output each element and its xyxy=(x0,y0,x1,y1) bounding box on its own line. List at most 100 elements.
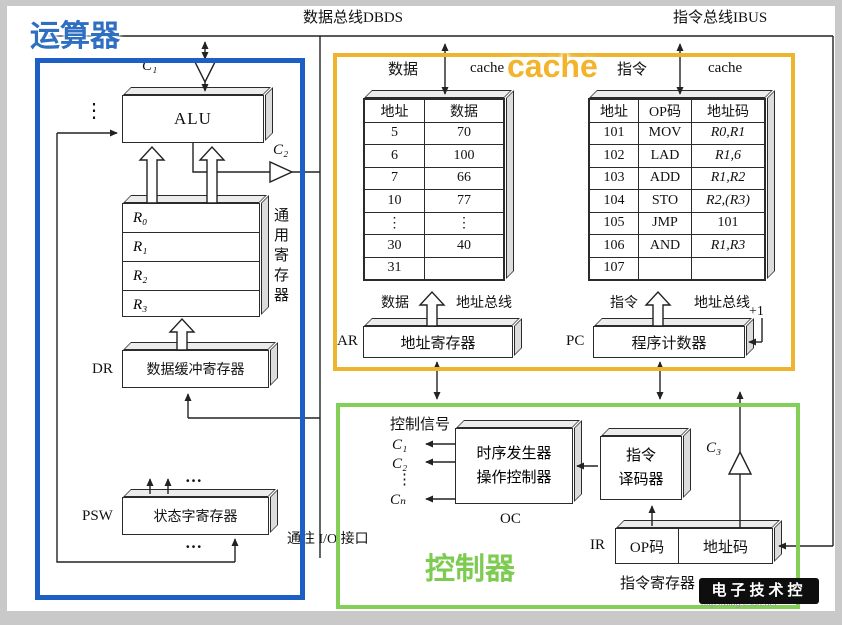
cell xyxy=(424,256,504,280)
alu-out-line xyxy=(192,143,270,173)
cell: 30 xyxy=(364,234,425,258)
cell: 5 xyxy=(364,121,425,145)
instr-cache-col-operand: 地址码 xyxy=(691,99,765,123)
timing-generator-box: 时序发生器 操作控制器 xyxy=(455,428,573,504)
psw-ellipsis-top: … xyxy=(185,467,202,486)
data-cache-word: cache xyxy=(470,60,505,76)
control-section-title: 控制器 xyxy=(425,553,515,586)
cell: 7 xyxy=(364,166,425,190)
cell: 6 xyxy=(364,144,425,168)
cell: 100 xyxy=(424,144,504,168)
cell: 66 xyxy=(424,166,504,190)
instruction-decoder-box: 指令 译码器 xyxy=(600,436,682,500)
io-path-label: 通往 I/O 接口 xyxy=(285,532,371,548)
cell: 106 xyxy=(589,234,639,258)
cell: 10 xyxy=(364,189,425,213)
instr-cache-col-op: OP码 xyxy=(638,99,692,123)
signal-c2-label: C₂ xyxy=(392,456,408,472)
register-r2: R₂ xyxy=(123,261,259,290)
plus-one-label: +1 xyxy=(749,304,764,319)
table-row: ⋮⋮ xyxy=(364,211,504,235)
signal-cn-label: Cₙ xyxy=(390,492,407,508)
status-word-register-box: 状态字寄存器 xyxy=(122,497,269,535)
ar-label: AR xyxy=(337,333,358,349)
instr-cache-below-right: 地址总线 xyxy=(694,296,750,311)
cell: 101 xyxy=(691,211,765,235)
c2-gate-label: C₂ xyxy=(273,142,289,158)
c3-gate-triangle xyxy=(727,450,753,475)
c1-gate-triangle xyxy=(192,59,218,84)
data-bus-label: 数据总线DBDS xyxy=(303,10,404,26)
register-r0: R₀ xyxy=(133,210,148,226)
watermark-badge: 电子技术控 xyxy=(699,578,819,604)
cell: R2,(R3) xyxy=(691,189,765,213)
cell: ADD xyxy=(638,166,692,190)
register-bank-vertical-label: 通用寄存器 xyxy=(272,207,288,307)
oc-label: OC xyxy=(500,511,521,527)
cell xyxy=(638,256,692,280)
ir-label: IR xyxy=(590,537,605,553)
cell: 101 xyxy=(589,121,639,145)
instr-cache-col-addr: 地址 xyxy=(589,99,639,123)
data-buffer-register-box: 数据缓冲寄存器 xyxy=(122,350,269,388)
cell: 102 xyxy=(589,144,639,168)
register-bank: R₀ R₁ R₂ R₃ xyxy=(122,203,260,317)
decoder-line1: 指令 xyxy=(625,448,656,464)
cell: STO xyxy=(638,189,692,213)
control-signals-label: 控制信号 xyxy=(390,417,451,433)
cell: 104 xyxy=(589,189,639,213)
cell: R0,R1 xyxy=(691,121,765,145)
ir-caption: 指令寄存器 xyxy=(620,576,696,592)
table-row: 107 xyxy=(589,256,765,280)
address-register-box: 地址寄存器 xyxy=(363,326,513,358)
ir-op-cell: OP码 xyxy=(616,529,679,563)
ir-addr-cell: 地址码 xyxy=(702,539,748,556)
alu-section-title: 运算器 xyxy=(30,20,120,53)
table-row: 31 xyxy=(364,256,504,280)
cell: 103 xyxy=(589,166,639,190)
timing-generator-line2: 操作控制器 xyxy=(476,470,552,486)
cell xyxy=(691,256,765,280)
cell: ⋮ xyxy=(364,211,425,235)
cell: 105 xyxy=(589,211,639,235)
program-counter-box: 程序计数器 xyxy=(593,326,745,358)
cell: 40 xyxy=(424,234,504,258)
data-cache-col-data: 数据 xyxy=(424,99,504,123)
c1-gate-label: C₁ xyxy=(142,58,158,74)
instr-cache-word: cache xyxy=(708,60,743,76)
c2-gate-triangle xyxy=(269,160,294,184)
cell: 31 xyxy=(364,256,425,280)
decoder-line2: 译码器 xyxy=(618,472,664,488)
instruction-bus-label: 指令总线IBUS xyxy=(673,10,768,26)
cell: MOV xyxy=(638,121,692,145)
pc-label: PC xyxy=(566,333,585,349)
cell: 77 xyxy=(424,189,504,213)
instr-cache-top-label: 指令 xyxy=(617,62,648,78)
cell: R1,6 xyxy=(691,144,765,168)
cell: 70 xyxy=(424,121,504,145)
cell: ⋮ xyxy=(424,211,504,235)
register-r3: R₃ xyxy=(123,290,259,319)
cell: R1,R3 xyxy=(691,234,765,258)
cache-section-title: cache xyxy=(507,48,598,84)
alu-inputs-dots: ⋮ xyxy=(84,100,104,122)
instruction-register-box: OP码 地址码 xyxy=(615,528,773,564)
data-cache-col-addr: 地址 xyxy=(364,99,425,123)
signal-c1-label: C₁ xyxy=(392,437,408,453)
c3-gate-label: C₃ xyxy=(706,440,722,456)
data-cache-below-right: 地址总线 xyxy=(456,296,512,311)
dr-label: DR xyxy=(92,361,113,377)
